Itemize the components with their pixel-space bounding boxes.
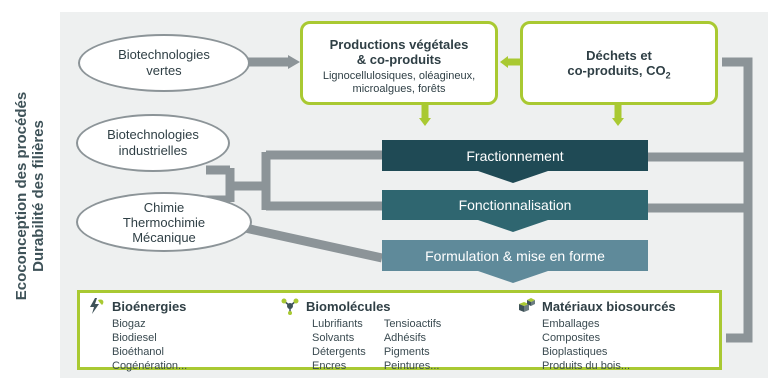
bio-industrielles-node: Biotechnologies industrielles bbox=[76, 114, 230, 172]
materiaux-list: Emballages Composites Bioplastiques Prod… bbox=[516, 317, 676, 373]
outputs-panel: Bioénergies Biogaz Biodiesel Bioéthanol … bbox=[77, 290, 722, 373]
co2-subscript: 2 bbox=[665, 70, 671, 81]
bioenergies-list: Biogaz Biodiesel Bioéthanol Cogénération… bbox=[86, 317, 187, 373]
biomolecules-list-left: Lubrifiants Solvants Détergents Encres bbox=[312, 317, 366, 373]
lightning-leaf-icon bbox=[86, 297, 106, 315]
biomolecules-item: Solvants bbox=[312, 332, 355, 344]
bioenergies-item: Cogénération... bbox=[112, 360, 188, 372]
bioenergies-column: Bioénergies Biogaz Biodiesel Bioéthanol … bbox=[86, 297, 187, 373]
productions-subtitle: Lignocellulosiques, oléagineux, microalg… bbox=[322, 70, 476, 95]
arrow-productions-down bbox=[419, 118, 431, 126]
arrow-fractionnement-down bbox=[478, 171, 548, 183]
materiaux-item: Emballages bbox=[542, 318, 600, 330]
chimie-label: Chimie Thermochimie Mécanique bbox=[122, 199, 206, 245]
dechets-title-line-1: Déchets et bbox=[586, 48, 652, 63]
arrow-formulation-down bbox=[478, 271, 548, 283]
productions-box: Productions végétales & co-produits Lign… bbox=[300, 21, 498, 105]
sidebar: Ecoconception des procédés Durabilité de… bbox=[0, 0, 60, 378]
bioenergies-header: Bioénergies bbox=[86, 297, 187, 315]
chimie-node: Chimie Thermochimie Mécanique bbox=[76, 192, 252, 252]
materiaux-item: Bioplastiques bbox=[542, 346, 608, 358]
productions-title: Productions végétales & co-produits bbox=[329, 37, 469, 67]
connector-chimie-formulation bbox=[235, 221, 383, 263]
dechets-title-line-2: co-produits, CO2 bbox=[523, 63, 715, 84]
step-fractionnement-label: Fractionnement bbox=[466, 147, 564, 164]
biomolecules-item: Détergents bbox=[312, 346, 366, 358]
step-fonctionnalisation: Fonctionnalisation bbox=[382, 190, 648, 220]
step-fractionnement: Fractionnement bbox=[382, 140, 648, 171]
materiaux-header: Matériaux biosourcés bbox=[516, 297, 676, 315]
dechets-title-text: co-produits, CO bbox=[567, 63, 666, 78]
arrow-fonctionnalisation-down bbox=[478, 220, 548, 232]
bio-vertes-node: Biotechnologies vertes bbox=[78, 34, 250, 92]
bioenergies-title: Bioénergies bbox=[112, 298, 187, 314]
cubes-icon bbox=[516, 297, 536, 315]
materiaux-item: Composites bbox=[542, 332, 601, 344]
biomolecules-item: Encres bbox=[312, 360, 347, 372]
bio-industrielles-label: Biotechnologies industrielles bbox=[107, 127, 199, 158]
materiaux-title: Matériaux biosourcés bbox=[542, 298, 676, 314]
materiaux-item: Produits du bois... bbox=[542, 360, 631, 372]
biomolecules-title: Biomolécules bbox=[306, 298, 391, 314]
step-formulation: Formulation & mise en forme bbox=[382, 240, 648, 271]
materiaux-column: Matériaux biosourcés Emballages Composit… bbox=[516, 297, 676, 373]
biomolecules-lists: Lubrifiants Solvants Détergents Encres T… bbox=[280, 315, 441, 373]
step-fonctionnalisation-label: Fonctionnalisation bbox=[458, 197, 572, 213]
biomolecules-item: Pigments bbox=[383, 346, 430, 358]
step-formulation-label: Formulation & mise en forme bbox=[425, 247, 605, 264]
arrow-into-productions-from-dechets bbox=[500, 56, 508, 68]
biomolecules-header: Biomolécules bbox=[280, 297, 441, 315]
arrow-dechets-down bbox=[612, 118, 624, 126]
biomolecules-item: Peintures... bbox=[383, 360, 440, 372]
biomolecules-item: Lubrifiants bbox=[312, 318, 363, 330]
molecule-icon bbox=[280, 297, 300, 315]
bioenergies-item: Bioéthanol bbox=[112, 346, 164, 358]
dechets-box: Déchets et co-produits, CO2 bbox=[520, 21, 718, 105]
bioenergies-item: Biodiesel bbox=[112, 332, 157, 344]
bioenergies-item: Biogaz bbox=[112, 318, 146, 330]
connector-feedback-loop bbox=[722, 57, 753, 343]
biomolecules-column: Biomolécules Lubrifiants Solvants Déterg… bbox=[280, 297, 441, 373]
bio-vertes-label: Biotechnologies vertes bbox=[118, 47, 210, 78]
biomolecules-item: Tensioactifs bbox=[383, 318, 442, 330]
biomolecules-item: Adhésifs bbox=[383, 332, 427, 344]
arrow-into-productions bbox=[288, 55, 300, 69]
biomolecules-list-right: Tensioactifs Adhésifs Pigments Peintures… bbox=[384, 317, 441, 373]
